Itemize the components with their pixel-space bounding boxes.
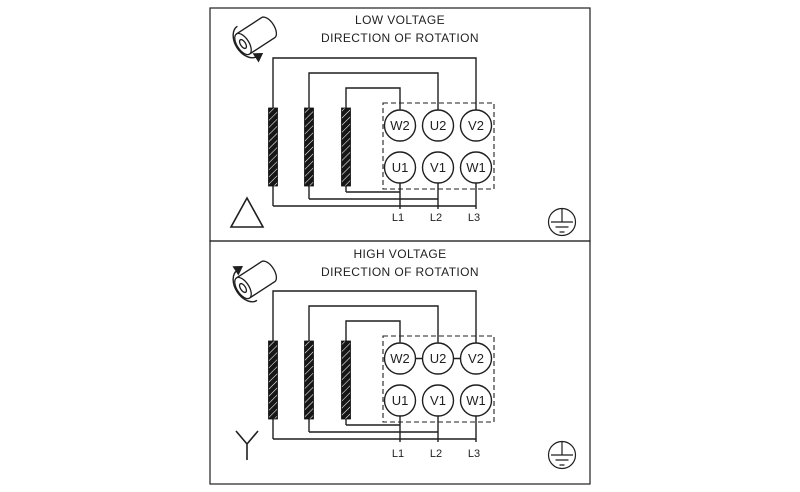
terminal-block-outline bbox=[382, 335, 495, 423]
terminal-bar-1 bbox=[268, 340, 278, 420]
terminal-label: W2 bbox=[390, 351, 410, 366]
terminal-label: W2 bbox=[390, 118, 410, 133]
panel-border bbox=[209, 240, 591, 485]
panel-title: HIGH VOLTAGE bbox=[353, 247, 446, 261]
rotation-direction-motor-icon bbox=[232, 16, 278, 63]
terminal-row-top: W2 U2 V2 bbox=[383, 109, 493, 142]
terminal-v1 bbox=[421, 151, 455, 184]
terminal-label: V1 bbox=[430, 393, 446, 408]
terminal-w1 bbox=[459, 151, 493, 184]
terminal-label: V1 bbox=[430, 160, 446, 175]
wye-connection-icon bbox=[235, 430, 259, 460]
terminal-row-bottom: U1 V1 W1 bbox=[383, 151, 493, 184]
supply-line-label: L3 bbox=[468, 212, 480, 224]
terminal-bar-2 bbox=[304, 340, 314, 420]
rotation-direction-motor-icon bbox=[232, 260, 278, 303]
supply-line-label: L1 bbox=[392, 448, 404, 460]
terminal-v2 bbox=[459, 109, 493, 142]
terminal-label: U1 bbox=[392, 393, 409, 408]
wire-middle bbox=[308, 305, 439, 433]
terminal-label: U2 bbox=[430, 351, 447, 366]
supply-line-label: L2 bbox=[430, 448, 442, 460]
terminal-v2 bbox=[459, 342, 493, 375]
wire-middle bbox=[308, 72, 439, 200]
terminal-label: V2 bbox=[468, 351, 484, 366]
terminal-w1 bbox=[459, 384, 493, 417]
terminal-block-outline bbox=[382, 102, 495, 190]
terminal-label: U1 bbox=[392, 160, 409, 175]
terminal-row-bottom: U1 V1 W1 bbox=[383, 384, 493, 417]
terminal-u2 bbox=[421, 109, 455, 142]
terminal-bar-2 bbox=[304, 107, 314, 187]
terminal-bar-1 bbox=[268, 107, 278, 187]
terminal-u1 bbox=[383, 151, 417, 184]
terminal-u1 bbox=[383, 384, 417, 417]
panel-subtitle: DIRECTION OF ROTATION bbox=[321, 265, 479, 279]
terminal-v1 bbox=[421, 384, 455, 417]
terminal-w2 bbox=[383, 342, 417, 375]
protective-earth-icon bbox=[547, 440, 577, 470]
supply-line-label: L2 bbox=[430, 212, 442, 224]
panel-subtitle: DIRECTION OF ROTATION bbox=[321, 31, 479, 45]
panel-low-voltage: LOW VOLTAGE DIRECTION OF ROTATION bbox=[209, 7, 591, 242]
terminal-label: U2 bbox=[430, 118, 447, 133]
supply-line-drops bbox=[399, 183, 477, 209]
terminal-bar-3 bbox=[341, 340, 351, 420]
terminal-label: W1 bbox=[466, 160, 486, 175]
panel-title: LOW VOLTAGE bbox=[355, 13, 445, 27]
terminal-row-top: W2 U2 V2 bbox=[383, 342, 493, 375]
protective-earth-icon bbox=[547, 207, 577, 237]
terminal-label: V2 bbox=[468, 118, 484, 133]
rotation-arrowhead bbox=[252, 52, 264, 63]
terminal-label: W1 bbox=[466, 393, 486, 408]
supply-line-label: L3 bbox=[468, 448, 480, 460]
terminal-w2 bbox=[383, 109, 417, 142]
terminal-bar-3 bbox=[341, 107, 351, 187]
supply-line-drops bbox=[399, 416, 477, 442]
terminal-u2 bbox=[421, 342, 455, 375]
supply-line-label: L1 bbox=[392, 212, 404, 224]
rotation-arrowhead bbox=[232, 265, 243, 276]
panel-high-voltage: HIGH VOLTAGE DIRECTION OF ROTATION bbox=[209, 240, 591, 485]
delta-connection-icon bbox=[229, 196, 265, 228]
